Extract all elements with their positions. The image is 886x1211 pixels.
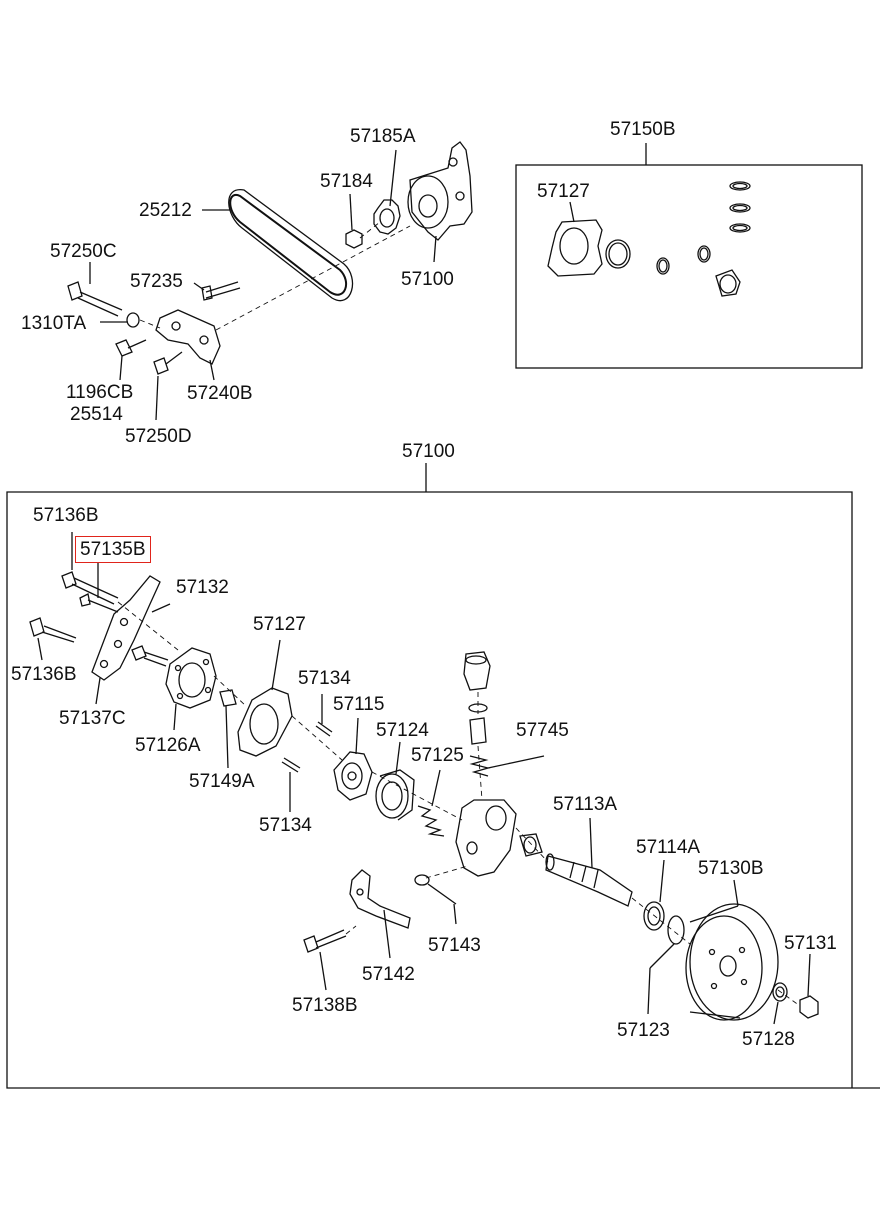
- seal-57114A: [643, 901, 665, 931]
- label-57127: 57127: [253, 614, 306, 635]
- label-1196CB: 1196CB: [66, 382, 134, 403]
- label-25514: 25514: [70, 404, 123, 425]
- label-25212: 25212: [139, 200, 192, 221]
- pump-cover-57126A: [165, 647, 217, 709]
- bracket-57137C: [91, 575, 161, 681]
- label-57134-lower: 57134: [259, 815, 312, 836]
- label-57150B: 57150B: [610, 119, 676, 140]
- kit-gasket-part: [547, 219, 603, 277]
- gasket-kit-frame: [515, 164, 863, 369]
- spring-57125: [417, 805, 445, 837]
- label-57250C: 57250C: [50, 241, 117, 262]
- label-57184: 57184: [320, 171, 373, 192]
- pump-assembly-frame: [6, 491, 880, 1089]
- label-57149A: 57149A: [189, 771, 255, 792]
- pipe-57142: [349, 869, 411, 929]
- label-57250D: 57250D: [125, 426, 192, 447]
- label-57745: 57745: [516, 720, 569, 741]
- label-1310TA: 1310TA: [21, 313, 87, 334]
- label-57143: 57143: [428, 935, 481, 956]
- bolt-57235: [201, 281, 241, 301]
- label-57131: 57131: [784, 933, 837, 954]
- gasket-57127: [237, 687, 293, 757]
- label-57138B: 57138B: [292, 995, 358, 1016]
- label-57128: 57128: [742, 1029, 795, 1050]
- label-57123: 57123: [617, 1020, 670, 1041]
- label-57130B: 57130B: [698, 858, 764, 879]
- drive-belt-part: [229, 193, 348, 296]
- pump-body-main: [455, 799, 517, 877]
- rotor-57115: [333, 751, 373, 801]
- label-57113A: 57113A: [553, 794, 618, 815]
- bolt-57136B-lower: [29, 617, 77, 643]
- label-57100-main: 57100: [402, 441, 455, 462]
- bolt-57136B-upper: [61, 571, 119, 605]
- label-57124: 57124: [376, 720, 429, 741]
- bolt-57250C: [67, 281, 123, 317]
- pump-body-top: [409, 141, 473, 241]
- valve-fitting-57745: [463, 651, 491, 691]
- label-57235: 57235: [130, 271, 183, 292]
- label-57132: 57132: [176, 577, 229, 598]
- label-57135B-highlighted: 57135B: [75, 536, 151, 563]
- pulley-57130B: [689, 903, 779, 1021]
- label-57127-kit: 57127: [537, 181, 590, 202]
- label-57240B: 57240B: [187, 383, 253, 404]
- label-57134-upper: 57134: [298, 668, 351, 689]
- label-57100-top: 57100: [401, 269, 454, 290]
- label-57125: 57125: [411, 745, 464, 766]
- label-57137C: 57137C: [59, 708, 126, 729]
- pulley-hub-part: [373, 199, 401, 235]
- bearing-57124: [375, 773, 409, 819]
- label-57136B-lower: 57136B: [11, 664, 77, 685]
- label-57115: 57115: [333, 694, 385, 715]
- shaft-57113A: [545, 855, 633, 907]
- label-57126A: 57126A: [135, 735, 201, 756]
- label-57114A: 57114A: [636, 837, 701, 858]
- bracket-57240B: [155, 309, 221, 365]
- label-57185A: 57185A: [350, 126, 416, 147]
- label-57136B-upper: 57136B: [33, 505, 99, 526]
- label-57142: 57142: [362, 964, 415, 985]
